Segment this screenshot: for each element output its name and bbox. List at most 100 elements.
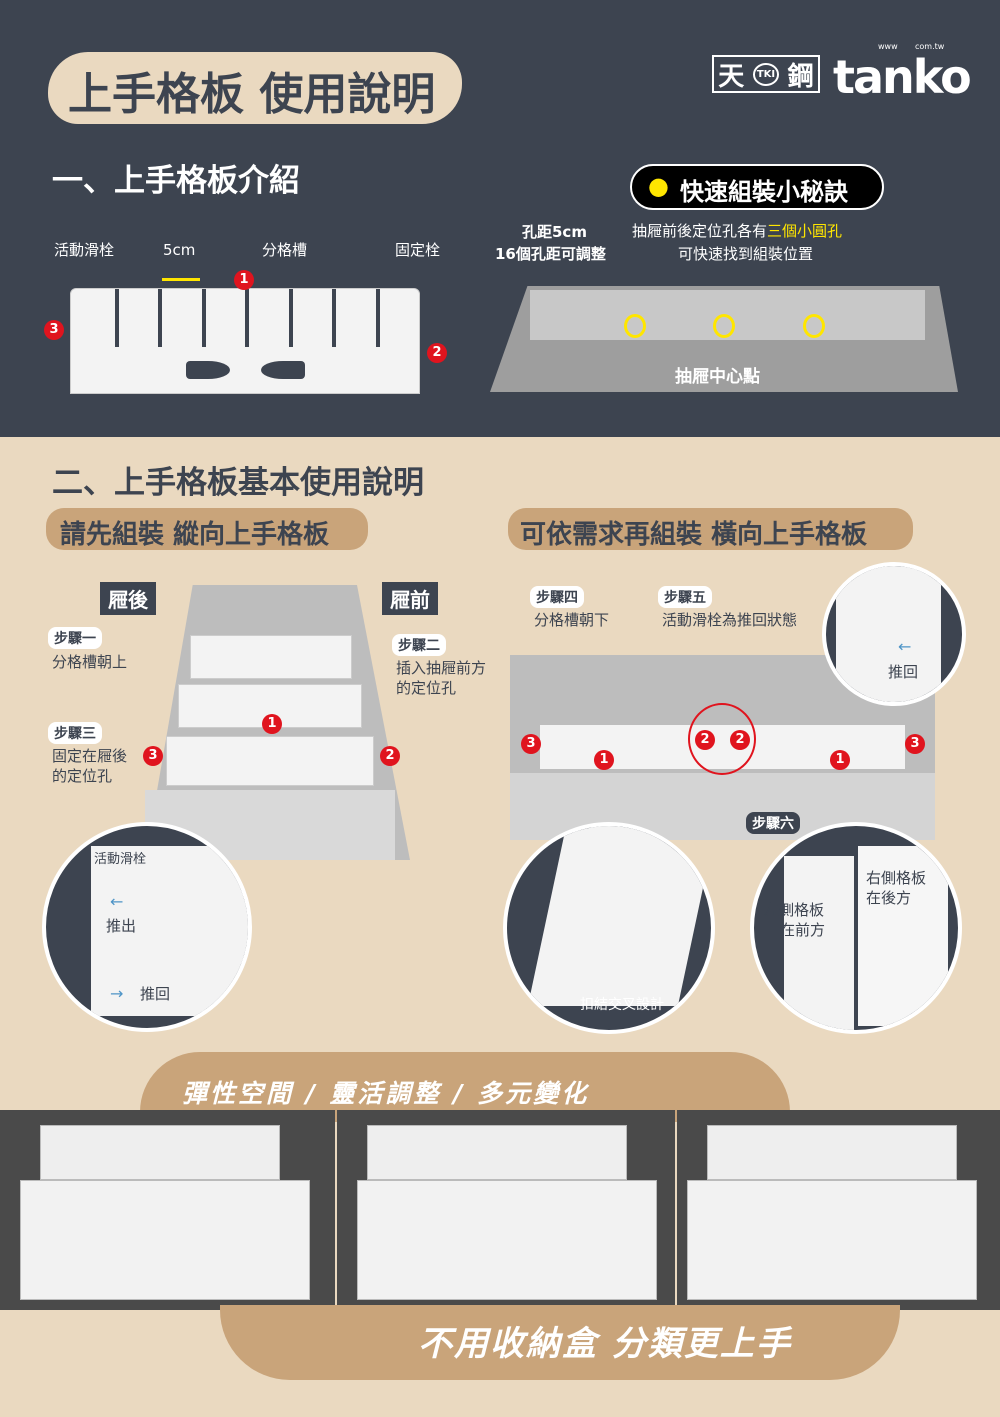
arrow-left-icon: ←	[898, 637, 912, 656]
arrow-right-icon: →	[110, 984, 124, 1003]
left-panel-text1: 左側格板	[764, 901, 825, 919]
step3-text1: 固定在屜後	[52, 747, 128, 765]
page-title: 上手格板 使用說明	[68, 69, 436, 120]
center-label: 抽屜中心點	[675, 367, 760, 387]
badge-3: 3	[521, 734, 541, 754]
panel-closeup	[784, 856, 854, 1030]
adjust-text: 16個孔距可調整	[495, 245, 606, 263]
slot	[115, 289, 119, 347]
badge-1: 1	[262, 714, 282, 734]
divider-row	[166, 736, 374, 786]
zoom-slider-circle	[42, 822, 252, 1032]
example-photo-2	[337, 1110, 675, 1310]
badge-1: 1	[234, 270, 254, 290]
arrow-left-icon: ←	[110, 892, 124, 911]
hole-pitch: 孔距5cm	[522, 223, 587, 241]
section1-heading: 一、上手格板介紹	[52, 163, 300, 199]
brand-mark: TKI	[752, 62, 780, 86]
badge-1: 1	[830, 750, 850, 770]
label-pin: 固定栓	[395, 241, 441, 259]
drawer	[20, 1180, 310, 1300]
brand-logo-en: tanko	[833, 50, 972, 104]
step6-badge: 步驟六	[746, 812, 800, 834]
front-label: 屜前	[382, 582, 438, 615]
brand-logo-cn: 天 TKI 鋼	[712, 55, 820, 93]
label-slot: 分格槽	[262, 241, 308, 259]
tip-line1-a: 抽屜前後定位孔各有	[632, 222, 768, 240]
slot	[289, 289, 293, 347]
zoom-pushback-circle	[822, 562, 966, 706]
label-slider: 活動滑栓	[54, 241, 115, 259]
right-panel-text1: 右側格板	[866, 869, 927, 887]
step2-text1: 插入抽屜前方	[396, 659, 487, 677]
zoom-slider-label: 活動滑栓	[94, 852, 147, 867]
drawer	[357, 1180, 657, 1300]
badge-2: 2	[730, 730, 750, 750]
drawer	[707, 1125, 957, 1180]
push-back-label-2: 推回	[888, 663, 919, 681]
badge-2: 2	[695, 730, 715, 750]
badge-3: 3	[44, 320, 64, 340]
slot	[158, 289, 162, 347]
panel-closeup	[836, 566, 941, 702]
badge-2: 2	[380, 746, 400, 766]
title-blob	[48, 52, 462, 124]
left-panel-text2: 在前方	[780, 921, 826, 939]
brand-domain: com.tw	[915, 42, 945, 51]
push-out-label: 推出	[106, 917, 137, 935]
step2-badge: 步驟二	[392, 634, 446, 656]
tip-line1-b: 三個小圓孔	[767, 222, 843, 240]
banner-left: 請先組裝 縱向上手格板	[60, 520, 330, 550]
panel-closeup	[527, 826, 711, 1006]
step4-badge: 步驟四	[530, 586, 584, 608]
drawer	[40, 1125, 280, 1180]
drawer	[687, 1180, 977, 1300]
brand-cn-1: 天	[718, 61, 745, 92]
step5-badge: 步驟五	[658, 586, 712, 608]
rear-label: 屜後	[100, 582, 156, 615]
handle-hole	[186, 361, 230, 379]
step4-text: 分格槽朝下	[534, 611, 610, 629]
slogan: 彈性空間 / 靈活調整 / 多元變化	[182, 1079, 590, 1108]
step3-badge: 步驟三	[48, 722, 102, 744]
panel-closeup	[858, 846, 948, 1026]
step1-text: 分格槽朝上	[52, 653, 128, 671]
divider-panel-image	[70, 288, 420, 394]
tagline: 不用收納盒 分類更上手	[418, 1324, 792, 1364]
banner-left-bg	[46, 508, 368, 550]
banner-right: 可依需求再組裝 橫向上手格板	[520, 520, 868, 550]
brand-www: www	[878, 42, 898, 51]
right-panel-text2: 在後方	[866, 889, 912, 907]
slot	[202, 289, 206, 347]
pitch-arrow	[162, 278, 200, 281]
divider-row	[190, 635, 352, 679]
badge-2: 2	[427, 343, 447, 363]
step5-text: 活動滑栓為推回狀態	[662, 611, 798, 629]
panel-order-circle	[750, 822, 962, 1034]
step2-text2: 的定位孔	[396, 679, 457, 697]
label-pitch: 5cm	[163, 241, 196, 259]
tip-line2: 可快速找到組裝位置	[678, 245, 814, 263]
step1-badge: 步驟一	[48, 627, 102, 649]
tip-line1: 抽屜前後定位孔各有三個小圓孔	[632, 220, 842, 241]
slot	[245, 289, 249, 347]
handle-hole	[261, 361, 305, 379]
badge-1: 1	[594, 750, 614, 770]
lightbulb-icon: ●	[648, 172, 669, 200]
hole-marker-right	[803, 314, 825, 338]
brand-cn-2: 鋼	[787, 61, 814, 92]
tip-title: 快速組裝小秘訣	[680, 178, 848, 206]
badge-3: 3	[143, 746, 163, 766]
example-photo-3	[677, 1110, 1000, 1310]
push-back-label: 推回	[140, 985, 171, 1003]
tip-pill	[630, 164, 884, 210]
divider-row	[178, 684, 362, 728]
slot	[332, 289, 336, 347]
tagline-blob	[220, 1305, 900, 1380]
section2-heading: 二、上手格板基本使用說明	[52, 465, 424, 501]
hole-marker-center	[713, 314, 735, 338]
panel-closeup	[91, 846, 248, 1016]
banner-right-bg	[508, 508, 913, 550]
interlock-label: 扣結交叉設計	[580, 997, 664, 1013]
badge-3: 3	[905, 734, 925, 754]
